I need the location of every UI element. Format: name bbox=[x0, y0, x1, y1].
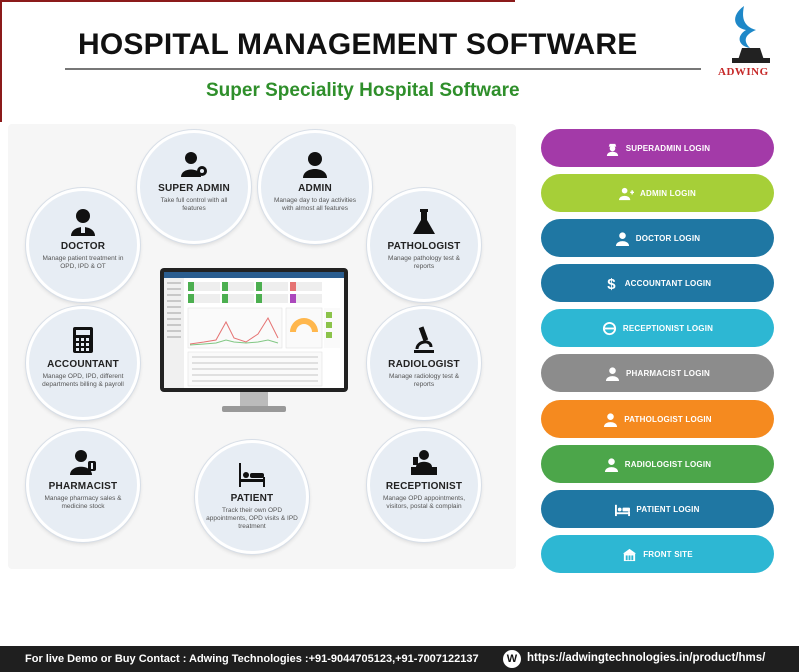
login-label: PHARMACIST LOGIN bbox=[625, 368, 711, 378]
role-doctor: DOCTOR Manage patient treatment in OPD, … bbox=[26, 188, 140, 302]
login-label: RADIOLOGIST LOGIN bbox=[624, 459, 712, 469]
role-description: Take full control with all features bbox=[160, 197, 228, 212]
role-title: RECEPTIONIST bbox=[385, 481, 463, 492]
role-title: PHARMACIST bbox=[48, 481, 118, 492]
user-secret-icon bbox=[606, 143, 618, 156]
user-plus-icon bbox=[619, 187, 634, 200]
login-label: DOCTOR LOGIN bbox=[635, 233, 701, 243]
role-description: Manage radiology test & reports bbox=[388, 373, 460, 388]
admin-login-button[interactable]: ADMIN LOGIN bbox=[541, 174, 774, 212]
role-radiologist: RADIOLOGIST Manage radiology test & repo… bbox=[367, 306, 481, 420]
svg-text:$: $ bbox=[607, 276, 616, 291]
building-icon bbox=[623, 548, 637, 561]
user-icon bbox=[604, 457, 618, 472]
pathologist-login-button[interactable]: PATHOLOGIST LOGIN bbox=[541, 400, 774, 438]
role-super-admin: SUPER ADMIN Take full control with all f… bbox=[137, 130, 251, 244]
role-receptionist: RECEPTIONIST Manage OPD appointments, vi… bbox=[367, 428, 481, 542]
role-description: Manage patient treatment in OPD, IPD & O… bbox=[42, 255, 124, 270]
receptionist-icon bbox=[411, 450, 437, 475]
login-label: ADMIN LOGIN bbox=[640, 188, 696, 198]
dashboard-preview bbox=[164, 272, 344, 388]
logo-text: ADWING bbox=[718, 66, 769, 78]
user-icon bbox=[605, 366, 620, 381]
page-subtitle: Super Speciality Hospital Software bbox=[206, 80, 520, 101]
login-label: ACCOUNTANT LOGIN bbox=[624, 278, 712, 288]
role-pharmacist: PHARMACIST Manage pharmacy sales & medic… bbox=[26, 428, 140, 542]
page-title: HOSPITAL MANAGEMENT SOFTWARE bbox=[78, 28, 638, 61]
admin-gear-icon bbox=[181, 152, 207, 177]
dashboard-preview-graphic bbox=[164, 272, 344, 388]
calculator-icon bbox=[73, 327, 93, 353]
login-label: SUPERADMIN LOGIN bbox=[625, 143, 711, 153]
dollar-icon: $ bbox=[607, 276, 616, 291]
role-description: Manage day to day activities with almost… bbox=[273, 197, 357, 212]
login-label: PATIENT LOGIN bbox=[636, 504, 700, 514]
headset-icon bbox=[602, 321, 616, 335]
login-label: RECEPTIONIST LOGIN bbox=[622, 323, 714, 333]
role-accountant: ACCOUNTANT Manage OPD, IPD, different de… bbox=[26, 306, 140, 420]
user-icon bbox=[604, 412, 618, 427]
web-icon: W bbox=[503, 650, 521, 668]
login-label: FRONT SITE bbox=[643, 549, 693, 559]
patient-login-button[interactable]: PATIENT LOGIN bbox=[541, 490, 774, 528]
footer-url-link[interactable]: https://adwingtechnologies.in/product/hm… bbox=[527, 652, 766, 664]
role-patient: PATIENT Track their own OPD appointments… bbox=[195, 440, 309, 554]
dashboard-monitor bbox=[160, 268, 348, 418]
role-title: PATHOLOGIST bbox=[387, 241, 461, 252]
accountant-login-button[interactable]: $ ACCOUNTANT LOGIN bbox=[541, 264, 774, 302]
microscope-icon bbox=[414, 326, 434, 353]
pharmacist-login-button[interactable]: PHARMACIST LOGIN bbox=[541, 354, 774, 392]
role-description: Manage pathology test & reports bbox=[388, 255, 460, 270]
receptionist-login-button[interactable]: RECEPTIONIST LOGIN bbox=[541, 309, 774, 347]
monitor-screen bbox=[160, 268, 348, 392]
role-pathologist: PATHOLOGIST Manage pathology test & repo… bbox=[367, 188, 481, 302]
top-border bbox=[0, 0, 515, 2]
front-site-button[interactable]: FRONT SITE bbox=[541, 535, 774, 573]
footer-contact: For live Demo or Buy Contact : Adwing Te… bbox=[25, 653, 479, 665]
monitor-base bbox=[222, 406, 286, 412]
role-admin: ADMIN Manage day to day activities with … bbox=[258, 130, 372, 244]
role-title: ADMIN bbox=[298, 183, 332, 194]
role-description: Manage OPD, IPD, different departments b… bbox=[42, 373, 124, 388]
flask-icon bbox=[413, 209, 435, 234]
title-divider bbox=[65, 68, 701, 70]
user-icon bbox=[303, 152, 327, 178]
patient-bed-icon bbox=[239, 463, 265, 487]
doctor-login-button[interactable]: DOCTOR LOGIN bbox=[541, 219, 774, 257]
superadmin-login-button[interactable]: SUPERADMIN LOGIN bbox=[541, 129, 774, 167]
bed-icon bbox=[615, 504, 631, 516]
adwing-logo bbox=[732, 6, 770, 63]
doctor-icon bbox=[71, 209, 95, 236]
role-title: RADIOLOGIST bbox=[388, 359, 460, 370]
user-md-icon bbox=[615, 231, 629, 246]
role-description: Manage pharmacy sales & medicine stock bbox=[44, 495, 122, 510]
monitor-stand bbox=[240, 392, 268, 406]
pharmacist-icon bbox=[70, 450, 96, 475]
login-label: PATHOLOGIST LOGIN bbox=[624, 414, 712, 424]
role-title: PATIENT bbox=[230, 493, 274, 504]
role-title: SUPER ADMIN bbox=[158, 183, 230, 194]
left-border bbox=[0, 0, 2, 122]
role-title: DOCTOR bbox=[60, 241, 106, 252]
role-title: ACCOUNTANT bbox=[47, 359, 119, 370]
role-description: Track their own OPD appointments, OPD vi… bbox=[206, 507, 298, 530]
radiologist-login-button[interactable]: RADIOLOGIST LOGIN bbox=[541, 445, 774, 483]
role-description: Manage OPD appointments, visitors, posta… bbox=[382, 495, 466, 510]
footer-bar: For live Demo or Buy Contact : Adwing Te… bbox=[0, 646, 799, 672]
